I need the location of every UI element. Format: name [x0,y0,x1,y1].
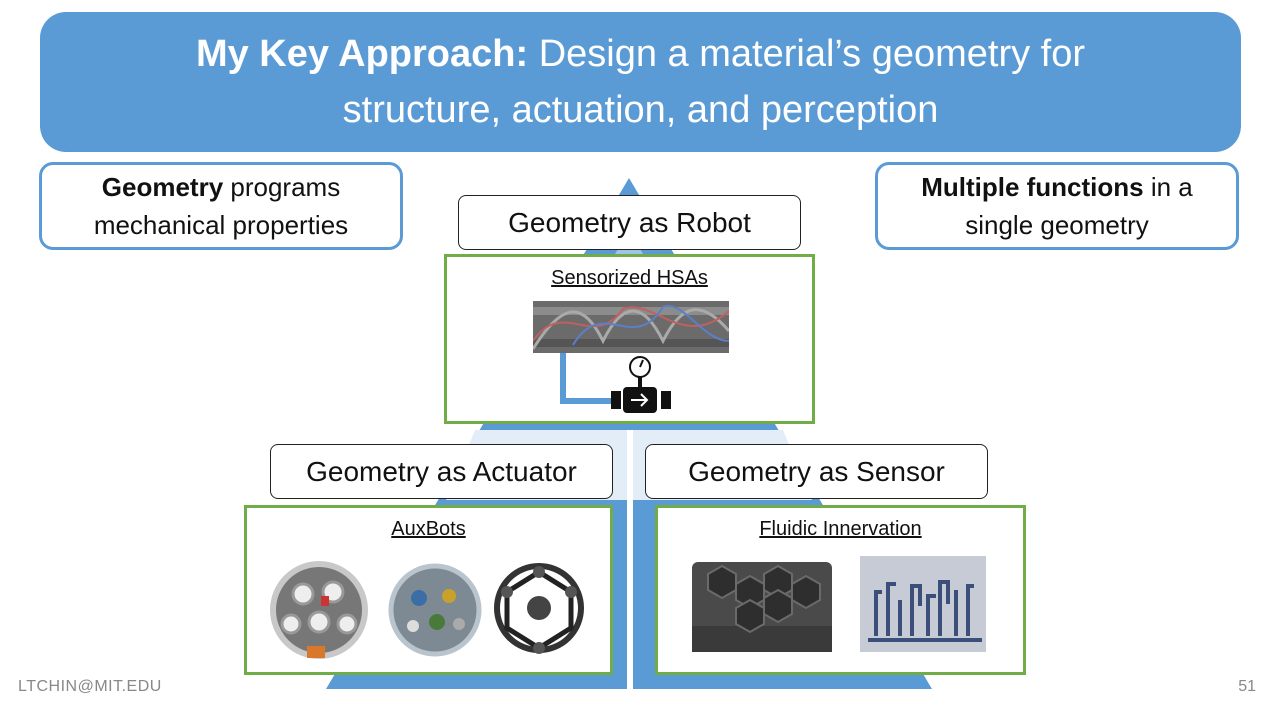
left-box-line-2: mechanical properties [93,210,349,240]
right-box-line-2: single geometry [965,210,1149,240]
sensorized-hsas-panel: Sensorized HSAs [444,254,815,424]
fluidic-innervation-panel: Fluidic Innervation [655,505,1026,675]
auxbots-title: AuxBots [391,518,466,540]
left-box-bold: Geometry [101,172,224,202]
geometry-as-robot-label: Geometry as Robot [458,195,801,250]
right-box-bold: Multiple functions [921,172,1144,202]
title-line-1: My Key Approach: Design a material’s geo… [40,26,1241,82]
title-bold: My Key Approach: [195,33,529,75]
multiple-functions-box: Multiple functions in a single geometry [875,162,1239,250]
footer-email: LTCHIN@MIT.EDU [18,678,162,695]
left-box-rest: programs [223,172,341,202]
hsa-sensor-image [533,301,729,413]
right-box-rest: in a [1143,172,1193,202]
geometry-as-actuator-label: Geometry as Actuator [270,444,613,499]
fluidic-innervation-title: Fluidic Innervation [759,518,922,540]
page-number: 51 [1238,678,1256,695]
title-line-2: structure, actuation, and perception [342,89,939,131]
geometry-as-sensor-label: Geometry as Sensor [645,444,988,499]
title-banner: My Key Approach: Design a material’s geo… [40,12,1241,152]
geometry-programs-box: Geometry programs mechanical properties [39,162,403,250]
sensorized-hsas-title: Sensorized HSAs [551,267,708,289]
fluidic-innervation-image [692,556,986,652]
auxbots-panel: AuxBots [244,505,613,675]
title-line-1-rest: Design a material’s geometry for [528,33,1086,75]
auxbots-image [270,561,584,659]
